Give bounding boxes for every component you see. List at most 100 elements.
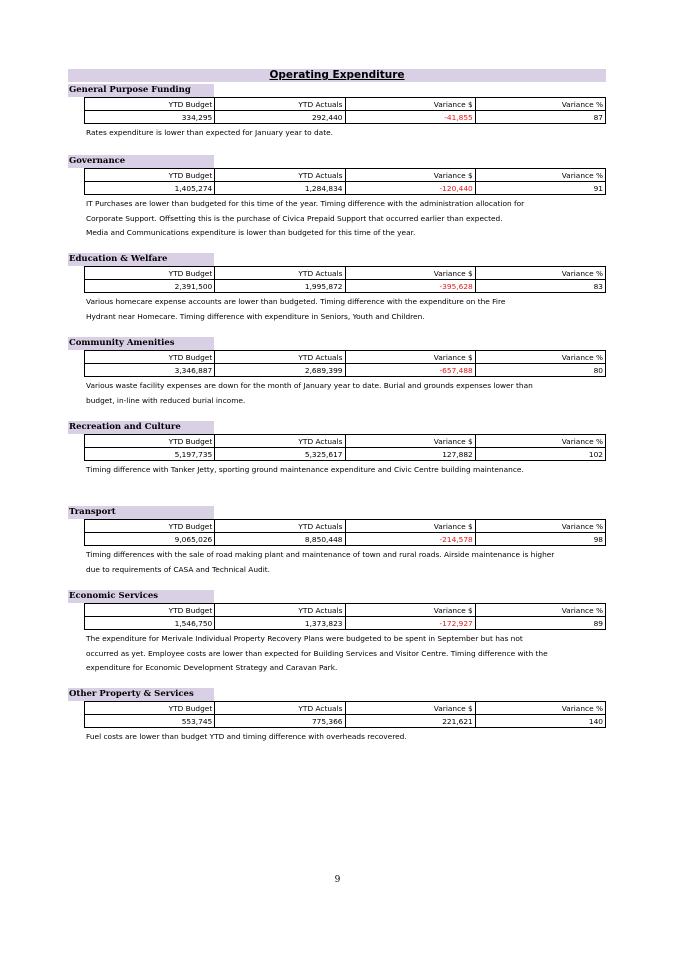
section-heading: General Purpose Funding <box>68 84 214 97</box>
table-row: 334,295 292,440 -41,855 87 <box>83 110 607 124</box>
variance-dollar-value: -120,440 <box>344 181 476 195</box>
ytd-budget-value: 1,405,274 <box>83 181 216 195</box>
ytd-budget-value: 9,065,026 <box>83 532 216 546</box>
variance-table: YTD Budget YTD Actuals Variance $ Varian… <box>83 701 607 728</box>
col-ytd-actuals: YTD Actuals <box>214 603 346 617</box>
table-row: 1,546,750 1,373,823 -172,927 89 <box>83 616 607 630</box>
col-variance-dollar: Variance $ <box>344 168 476 182</box>
col-variance-dollar: Variance $ <box>344 603 476 617</box>
note-line: expenditure for Economic Development Str… <box>86 663 338 673</box>
table-header-row: YTD Budget YTD Actuals Variance $ Varian… <box>83 603 607 617</box>
col-variance-dollar: Variance $ <box>344 519 476 533</box>
section-notes: Various homecare expense accounts are lo… <box>86 295 601 324</box>
col-variance-percent: Variance % <box>474 434 607 448</box>
variance-percent-value: 140 <box>474 714 607 728</box>
page-title: Operating Expenditure <box>269 69 405 81</box>
section-transport: Transport YTD Budget YTD Actuals Varianc… <box>68 506 607 577</box>
table-row: 5,197,735 5,325,617 127,882 102 <box>83 447 607 461</box>
section-notes: The expenditure for Merivale Individual … <box>86 632 601 676</box>
col-variance-dollar: Variance $ <box>344 97 476 111</box>
table-row: 9,065,026 8,850,448 -214,578 98 <box>83 532 607 546</box>
section-heading: Transport <box>68 506 214 519</box>
section-heading: Education & Welfare <box>68 253 214 266</box>
table-row: 1,405,274 1,284,834 -120,440 91 <box>83 181 607 195</box>
ytd-actuals-value: 1,373,823 <box>214 616 346 630</box>
section-economic-services: Economic Services YTD Budget YTD Actuals… <box>68 590 607 676</box>
section-notes: IT Purchases are lower than budgeted for… <box>86 197 601 241</box>
ytd-budget-value: 1,546,750 <box>83 616 216 630</box>
col-variance-dollar: Variance $ <box>344 350 476 364</box>
section-notes: Various waste facility expenses are down… <box>86 379 601 408</box>
ytd-budget-value: 553,745 <box>83 714 216 728</box>
note-line: due to requirements of CASA and Technica… <box>86 564 271 574</box>
table-header-row: YTD Budget YTD Actuals Variance $ Varian… <box>83 519 607 533</box>
variance-percent-value: 89 <box>474 616 607 630</box>
col-variance-dollar: Variance $ <box>344 701 476 715</box>
col-ytd-budget: YTD Budget <box>83 168 216 182</box>
page-number: 9 <box>334 875 341 885</box>
note-line: Timing difference with Tanker Jetty, spo… <box>86 465 524 474</box>
ytd-budget-value: 2,391,500 <box>83 279 216 293</box>
ytd-actuals-value: 2,689,399 <box>214 363 346 377</box>
col-variance-percent: Variance % <box>474 603 607 617</box>
section-notes: Fuel costs are lower than budget YTD and… <box>86 730 601 745</box>
table-header-row: YTD Budget YTD Actuals Variance $ Varian… <box>83 701 607 715</box>
col-variance-percent: Variance % <box>474 519 607 533</box>
note-line: Media and Communications expenditure is … <box>86 228 416 238</box>
section-heading: Other Property & Services <box>68 688 214 701</box>
col-variance-percent: Variance % <box>474 701 607 715</box>
note-line: occurred as yet. Employee costs are lowe… <box>86 648 548 658</box>
col-ytd-actuals: YTD Actuals <box>214 168 346 182</box>
variance-dollar-value: -41,855 <box>344 110 476 124</box>
ytd-budget-value: 5,197,735 <box>83 447 216 461</box>
variance-percent-value: 102 <box>474 447 607 461</box>
section-notes: Timing difference with Tanker Jetty, spo… <box>86 463 601 478</box>
table-row: 553,745 775,366 221,621 140 <box>83 714 607 728</box>
variance-dollar-value: 221,621 <box>344 714 476 728</box>
variance-percent-value: 80 <box>474 363 607 377</box>
table-row: 2,391,500 1,995,872 -395,628 83 <box>83 279 607 293</box>
variance-table: YTD Budget YTD Actuals Variance $ Varian… <box>83 97 607 124</box>
variance-percent-value: 83 <box>474 279 607 293</box>
ytd-actuals-value: 8,850,448 <box>214 532 346 546</box>
note-line: Corporate Support. Offsetting this is th… <box>86 213 503 223</box>
variance-dollar-value: -657,488 <box>344 363 476 377</box>
col-ytd-actuals: YTD Actuals <box>214 434 346 448</box>
col-ytd-actuals: YTD Actuals <box>214 97 346 111</box>
note-line: Timing differences with the sale of road… <box>86 550 555 559</box>
variance-table: YTD Budget YTD Actuals Variance $ Varian… <box>83 168 607 195</box>
note-line: Various waste facility expenses are down… <box>86 381 533 390</box>
table-header-row: YTD Budget YTD Actuals Variance $ Varian… <box>83 350 607 364</box>
section-community-amenities: Community Amenities YTD Budget YTD Actua… <box>68 337 607 408</box>
col-ytd-budget: YTD Budget <box>83 603 216 617</box>
note-line: Hydrant near Homecare. Timing difference… <box>86 311 425 321</box>
variance-percent-value: 87 <box>474 110 607 124</box>
section-notes: Rates expenditure is lower than expected… <box>86 126 601 141</box>
section-other-property-services: Other Property & Services YTD Budget YTD… <box>68 688 607 745</box>
table-header-row: YTD Budget YTD Actuals Variance $ Varian… <box>83 168 607 182</box>
col-ytd-actuals: YTD Actuals <box>214 266 346 280</box>
section-education-welfare: Education & Welfare YTD Budget YTD Actua… <box>68 253 607 324</box>
ytd-budget-value: 3,346,887 <box>83 363 216 377</box>
note-line: IT Purchases are lower than budgeted for… <box>86 199 525 208</box>
col-variance-percent: Variance % <box>474 350 607 364</box>
col-variance-percent: Variance % <box>474 168 607 182</box>
section-heading: Governance <box>68 155 214 168</box>
col-variance-percent: Variance % <box>474 266 607 280</box>
variance-table: YTD Budget YTD Actuals Variance $ Varian… <box>83 519 607 546</box>
ytd-actuals-value: 292,440 <box>214 110 346 124</box>
col-variance-dollar: Variance $ <box>344 434 476 448</box>
section-notes: Timing differences with the sale of road… <box>86 548 601 577</box>
col-ytd-actuals: YTD Actuals <box>214 350 346 364</box>
variance-dollar-value: -214,578 <box>344 532 476 546</box>
section-heading: Community Amenities <box>68 337 214 350</box>
table-header-row: YTD Budget YTD Actuals Variance $ Varian… <box>83 434 607 448</box>
section-heading: Economic Services <box>68 590 214 603</box>
note-line: Rates expenditure is lower than expected… <box>86 128 333 137</box>
note-line: Fuel costs are lower than budget YTD and… <box>86 732 407 741</box>
ytd-actuals-value: 5,325,617 <box>214 447 346 461</box>
ytd-budget-value: 334,295 <box>83 110 216 124</box>
ytd-actuals-value: 1,284,834 <box>214 181 346 195</box>
variance-dollar-value: -172,927 <box>344 616 476 630</box>
col-ytd-budget: YTD Budget <box>83 519 216 533</box>
